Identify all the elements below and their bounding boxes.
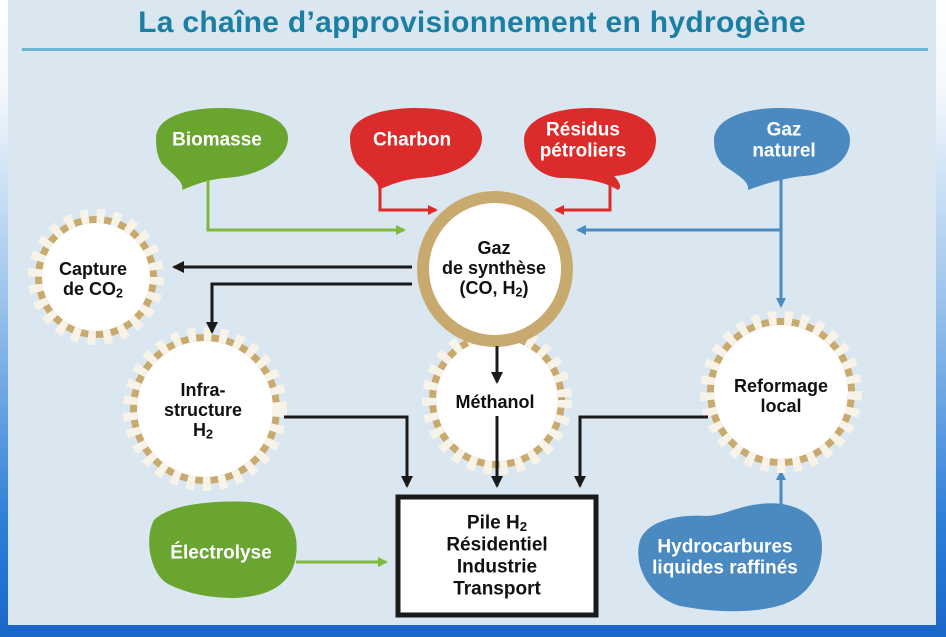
arrow-charbon-syngas: [378, 188, 438, 215]
arrow-reformage-destination: [574, 415, 708, 488]
destination-line-2: Résidentiel: [446, 534, 548, 556]
destination-line-1: Pile H2: [466, 512, 528, 534]
residus-line-1: Résidus: [546, 119, 620, 141]
gaz-naturel-label: Gaz naturel: [752, 120, 815, 163]
capture-line-2: de CO2: [62, 279, 124, 301]
title-divider: [22, 48, 928, 51]
syngas-line-2: de synthèse: [441, 258, 547, 279]
electrolyse-blob: [149, 501, 297, 598]
destination-label: Pile H2 Résidentiel Industrie Transport: [446, 512, 547, 599]
infra-line-3: H2: [192, 420, 213, 442]
syngas-line-3: (CO, H2): [459, 278, 529, 300]
infra-line-2: structure: [163, 400, 243, 421]
reform-line-1: Reformage: [733, 375, 829, 396]
reform-line-2: local: [760, 396, 802, 416]
capture-co2-label: Capture de CO2: [59, 259, 127, 301]
residus-blob: [524, 108, 656, 190]
methanol-node: [422, 325, 572, 475]
biomasse-label: Biomasse: [172, 129, 262, 151]
infra-line-1: Infra-: [180, 380, 226, 401]
arrow-infrastructure-destination: [284, 415, 413, 488]
capture-co2-node: [28, 209, 164, 345]
gaz-naturel-blob: [714, 108, 850, 190]
destination-box: [395, 494, 599, 618]
destination-line-4: Transport: [453, 577, 541, 599]
hydrocarbures-label: Hydrocarbures liquides raffinés: [652, 537, 798, 580]
reformage-local-node: [700, 311, 862, 473]
infrastructure-h2-label: Infra- structure H2: [164, 380, 242, 442]
charbon-blob: [350, 108, 482, 190]
electrolyse-label: Électrolyse: [170, 542, 272, 564]
methanol-label: Méthanol: [455, 391, 535, 412]
charbon-label: Charbon: [372, 129, 452, 151]
arrow-residus-syngas: [554, 174, 612, 215]
syngas-node: [417, 191, 573, 347]
arrow-syngas-infrastructure: [206, 282, 412, 334]
gaz-line-1: Gaz: [766, 119, 802, 141]
residus-petroliers-label: Résidus pétroliers: [540, 120, 627, 163]
syngas-line-1: Gaz: [477, 238, 511, 259]
hydro-line-2: liquides raffinés: [652, 558, 798, 579]
arrow-biomasse-syngas: [206, 180, 406, 235]
hydro-line-1: Hydrocarbures: [657, 536, 793, 558]
hydrocarbures-blob: [638, 503, 822, 612]
diagram-title: La chaîne d’approvisionnement en hydrogè…: [138, 6, 806, 39]
biomasse-blob: [156, 108, 288, 190]
destination-line-3: Industrie: [456, 556, 538, 578]
syngas-label: Gaz de synthèse (CO, H2): [442, 238, 546, 300]
gaz-line-2: naturel: [752, 141, 816, 162]
capture-line-1: Capture: [58, 259, 128, 280]
reformage-local-label: Reformage local: [734, 376, 828, 416]
infrastructure-h2-node: [123, 327, 287, 491]
residus-line-2: pétroliers: [539, 141, 627, 162]
